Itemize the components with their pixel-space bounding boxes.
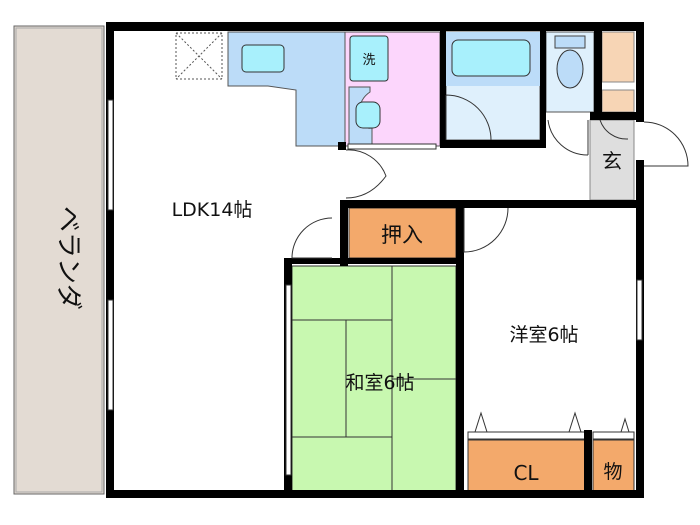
genkan-label: 玄 [602,149,622,173]
veranda-label: ベランダ [53,206,83,310]
closet-label: CL [513,461,539,485]
closet [467,439,586,495]
doors[interactable] [291,94,689,259]
washitsu-label: 和室6帖 [345,372,414,394]
walls [106,22,644,498]
bathtub [451,39,531,77]
veranda [13,25,105,495]
washing-machine[interactable] [349,35,389,82]
youshitsu-label: 洋室6帖 [509,324,578,346]
storage-label: 物 [603,461,622,483]
storage [592,439,635,495]
ldk-label: LDK14帖 [172,199,253,221]
ventilation-mark [175,32,223,80]
washing-label: 洗 [362,53,375,68]
kitchen-sink [241,44,285,73]
windows [107,99,643,476]
washbasin-bowl [355,101,381,129]
genkan [589,119,635,201]
shoe-storage-lower [601,89,635,113]
oshiire-label: 押入 [381,223,423,247]
toilet-icon [556,49,584,89]
shoe-storage-upper [601,31,635,83]
